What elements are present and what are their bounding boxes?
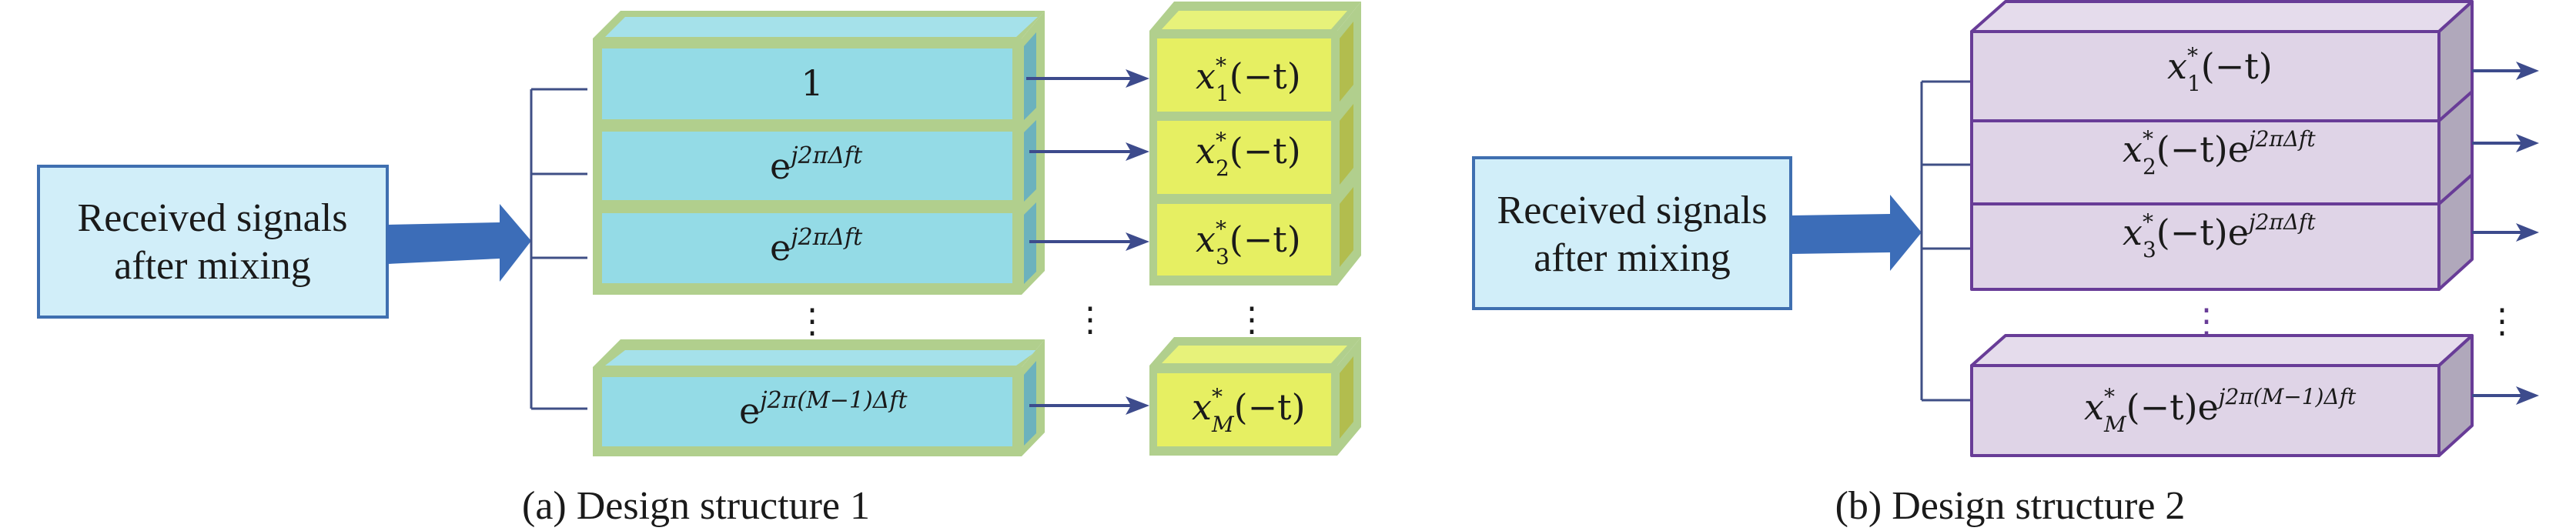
signal-cube-top	[1149, 2, 1361, 286]
signal-label-1: x*1(−t)	[1196, 53, 1301, 106]
ellipsis-outputs: ⋮	[2485, 302, 2519, 341]
arrowhead-icon	[2516, 386, 2539, 405]
arrowhead-icon	[2516, 223, 2539, 242]
output-arrows-b	[2472, 69, 2525, 397]
combined-label-M: x*M(−t)ej2π(M−1)Δft	[2084, 384, 2357, 437]
arrowhead-icon	[2516, 134, 2539, 152]
arrowhead-icon	[1126, 396, 1149, 415]
phase-cube-top	[593, 11, 1045, 295]
arrowhead-icon	[1126, 142, 1149, 161]
input-box-a: Received signals after mixing	[37, 165, 389, 319]
phase-label-1: 1	[801, 62, 823, 104]
connector-arrows-a	[1026, 77, 1132, 407]
ellipsis-arrows: ⋮	[1073, 300, 1107, 339]
signal-label-M: x*M(−t)	[1192, 384, 1306, 437]
input-label-line1: Received signals	[78, 196, 348, 240]
caption-b: (b) Design structure 2	[1835, 484, 2186, 528]
phase-label-M: ej2π(M−1)Δft	[739, 387, 908, 432]
input-box-b: Received signals after mixing	[1472, 156, 1792, 310]
combined-label-3: x*3(−t)ej2πΔft	[2123, 209, 2316, 262]
bracket-b	[1920, 80, 1972, 402]
bracket-a	[530, 88, 587, 410]
phase-label-2: ej2πΔft	[770, 142, 863, 187]
signal-cube-bottom	[1149, 337, 1361, 456]
signal-label-2: x*2(−t)	[1196, 128, 1301, 181]
phase-label-3: ej2πΔft	[770, 224, 863, 269]
signal-labels-a: x*1(−t) x*2(−t) x*3(−t) x*M(−t)	[1192, 53, 1306, 437]
panel-a: Received signals after mixing	[37, 2, 1361, 528]
combined-labels: x*1(−t) x*2(−t)ej2πΔft x*3(−t)ej2πΔft x*…	[2084, 43, 2357, 437]
ellipsis-phase: ⋮	[795, 302, 829, 341]
combined-label-1: x*1(−t)	[2167, 43, 2273, 96]
connector-arrowheads-a	[1126, 69, 1149, 415]
output-arrowheads-b	[2516, 62, 2539, 405]
panel-b: Received signals after mixing	[1472, 0, 2539, 528]
arrowhead-icon	[1126, 69, 1149, 88]
combined-label-2: x*2(−t)ej2πΔft	[2123, 126, 2316, 179]
input-label-line2: after mixing	[114, 244, 311, 288]
ellipsis-signals: ⋮	[1235, 300, 1269, 339]
arrowhead-icon	[1126, 232, 1149, 251]
phase-cube-bottom	[593, 339, 1045, 456]
caption-a: (a) Design structure 1	[522, 484, 870, 528]
signal-label-3: x*3(−t)	[1196, 216, 1301, 269]
combined-cube-bottom	[1970, 334, 2474, 457]
combined-cube-top	[1970, 0, 2474, 291]
input-label-line2: after mixing	[1534, 236, 1731, 280]
input-label-line1: Received signals	[1497, 189, 1768, 232]
big-arrow-icon	[1791, 195, 1922, 271]
big-arrow-icon	[387, 204, 531, 282]
arrowhead-icon	[2516, 62, 2539, 80]
ellipsis-combined: ⋮	[2190, 302, 2223, 341]
